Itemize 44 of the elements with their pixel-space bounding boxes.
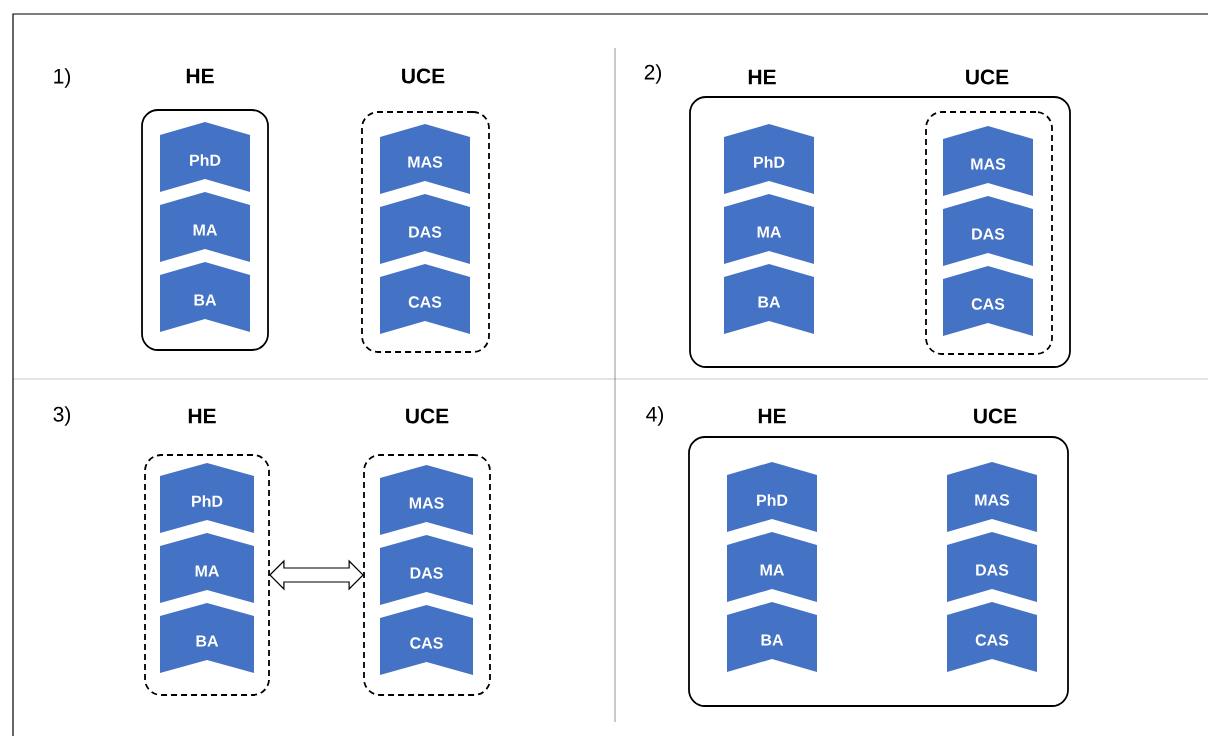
degree-block: PhD bbox=[727, 462, 817, 532]
dashed-frame bbox=[361, 111, 490, 353]
degree-block: PhD bbox=[160, 122, 250, 192]
column-heading: HE bbox=[188, 408, 216, 424]
panel-number: 4) bbox=[646, 406, 664, 426]
dashed-frame bbox=[363, 454, 491, 696]
rounded-frame bbox=[689, 96, 1071, 368]
degree-block: DAS bbox=[380, 194, 470, 264]
column-heading: HE bbox=[758, 408, 786, 424]
dashed-frame bbox=[144, 454, 270, 696]
dashed-frame bbox=[925, 111, 1053, 355]
degree-block: MA bbox=[160, 533, 254, 603]
degree-block: BA bbox=[724, 264, 814, 334]
degree-block: DAS bbox=[947, 532, 1037, 602]
degree-block: BA bbox=[727, 602, 817, 672]
degree-block: MA bbox=[160, 192, 250, 262]
degree-block: MAS bbox=[947, 462, 1037, 532]
double-arrow bbox=[269, 559, 364, 591]
degree-block: CAS bbox=[380, 264, 470, 334]
degree-block: CAS bbox=[947, 602, 1037, 672]
degree-block: BA bbox=[160, 262, 250, 332]
degree-block: MA bbox=[724, 194, 814, 264]
column-heading: HE bbox=[748, 69, 776, 85]
column-heading: UCE bbox=[966, 69, 1009, 85]
degree-block: MA bbox=[727, 532, 817, 602]
column-heading: UCE bbox=[974, 408, 1017, 424]
degree-block: MAS bbox=[380, 465, 473, 535]
column-heading: HE bbox=[186, 68, 214, 84]
degree-block: DAS bbox=[380, 535, 473, 605]
column-heading: UCE bbox=[402, 68, 445, 84]
column-heading: UCE bbox=[406, 408, 449, 424]
panel-number: 1) bbox=[54, 68, 71, 88]
panel-number: 2) bbox=[644, 64, 662, 84]
degree-block: MAS bbox=[380, 124, 470, 194]
rounded-frame bbox=[688, 436, 1069, 707]
degree-block: PhD bbox=[160, 463, 254, 533]
panel-number: 3) bbox=[53, 406, 71, 426]
rounded-frame bbox=[141, 109, 269, 351]
degree-block: MAS bbox=[943, 126, 1033, 196]
degree-block: CAS bbox=[380, 605, 473, 675]
degree-block: DAS bbox=[943, 196, 1033, 266]
degree-block: BA bbox=[160, 603, 254, 673]
degree-block: PhD bbox=[724, 124, 814, 194]
degree-block: CAS bbox=[943, 266, 1033, 336]
